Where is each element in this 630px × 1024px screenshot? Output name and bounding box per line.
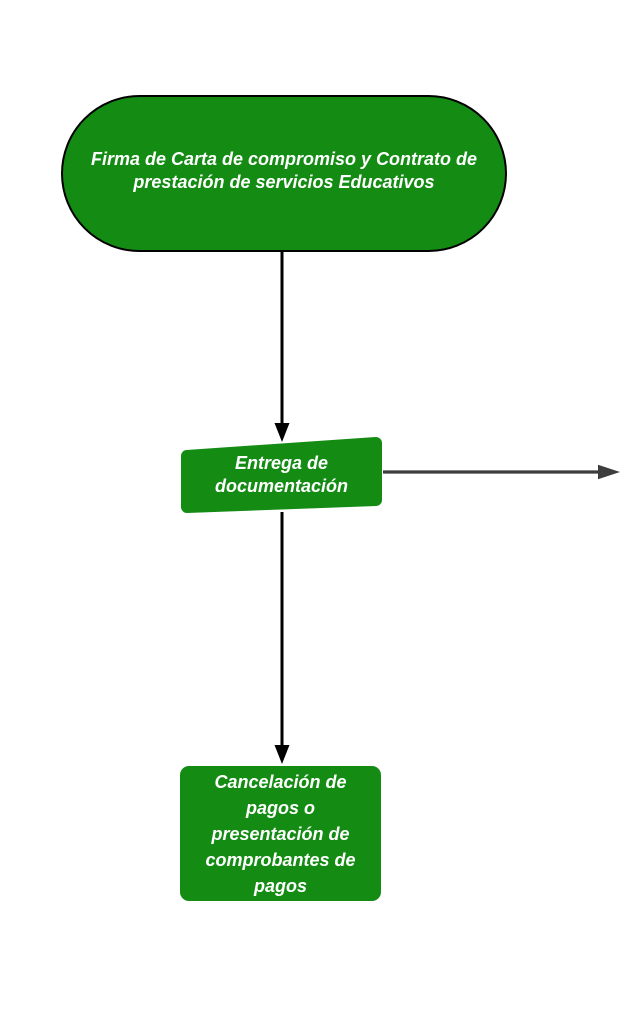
connector-entrega-cancelacion[interactable] (274, 512, 290, 764)
node-firma-terminator[interactable]: Firma de Carta de compromiso y Contrato … (61, 95, 507, 252)
node-entrega-labelbox: Entrega de documentación (181, 440, 382, 510)
connector-firma-entrega-arrowhead-icon (274, 423, 290, 442)
node-entrega-label: Entrega de documentación (214, 453, 348, 496)
connector-entrega-right-arrowhead-icon (598, 464, 620, 480)
connector-entrega-right[interactable] (383, 464, 620, 480)
node-firma-label: Firma de Carta de compromiso y Contrato … (90, 148, 478, 192)
connector-firma-entrega[interactable] (274, 251, 290, 442)
node-entrega-manual-input-shape[interactable] (181, 437, 382, 513)
connector-entrega-cancelacion-arrowhead-icon (274, 745, 290, 764)
node-cancelacion-label: Cancelación de pagos o presentación de c… (205, 771, 356, 896)
node-cancelacion-process[interactable]: Cancelación de pagos o presentación de c… (180, 766, 381, 901)
